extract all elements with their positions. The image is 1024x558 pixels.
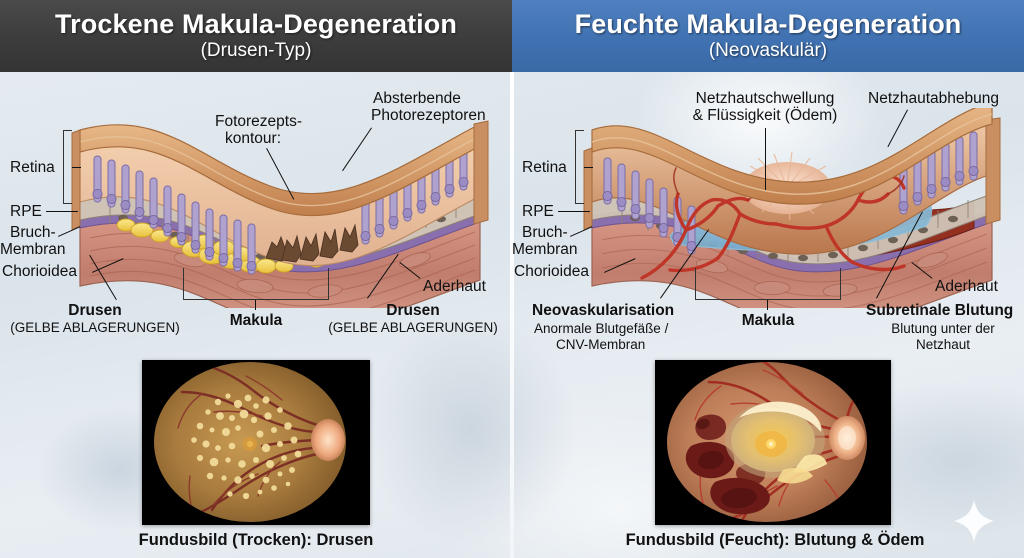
- header-wet-subtitle: (Neovaskulär): [708, 39, 828, 61]
- left-label-drusen-left-sub: (GELBE ABLAGERUNGEN): [10, 320, 180, 335]
- right-makula-leader: [766, 300, 768, 310]
- left-label-chorioidea: Chorioidea: [2, 263, 77, 280]
- right-label-bruch-line2: Membran: [512, 241, 578, 258]
- right-rpe-leader: [558, 211, 590, 213]
- right-edema-leader: [764, 128, 766, 190]
- panel-divider: [510, 72, 514, 558]
- header-dry-amd: Trockene Makula-Degeneration (Drusen-Typ…: [0, 0, 512, 72]
- right-retina-bracket: [575, 130, 584, 204]
- sparkle-icon: [954, 500, 994, 542]
- left-retina-leader: [72, 167, 81, 169]
- right-label-retina: Retina: [522, 159, 567, 176]
- right-label-edema-line1: Netzhautschwellung: [695, 90, 835, 107]
- left-label-contour-line1: Fotorezepts-: [215, 113, 303, 130]
- right-label-hemorrhage-sub1: Blutung unter der: [891, 321, 995, 336]
- right-label-bruch-line1: Bruch-: [522, 224, 568, 241]
- right-label-edema-line2: & Flüssigkeit (Ödem): [692, 107, 838, 124]
- right-label-hemorrhage-sub2: Netzhaut: [915, 337, 971, 352]
- right-label-detachment: Netzhautabhebung: [868, 90, 1000, 107]
- left-label-drusen-right-title: Drusen: [386, 302, 440, 319]
- right-label-chorioidea: Chorioidea: [514, 263, 589, 280]
- left-label-rpe: RPE: [10, 203, 42, 220]
- left-label-dying-line1: Absterbende: [373, 90, 461, 107]
- left-label-retina: Retina: [10, 159, 55, 176]
- left-makula-leader: [254, 300, 256, 310]
- wet-amd-cross-section: [583, 108, 1001, 308]
- fundus-photo-dry: [142, 360, 370, 525]
- left-label-drusen-left-title: Drusen: [68, 302, 122, 319]
- right-label-cnv-sub2: CNV-Membran: [556, 337, 646, 352]
- left-label-dying-line2: Photorezeptoren: [371, 107, 486, 124]
- left-label-aderhaut: Aderhaut: [423, 278, 486, 295]
- right-label-rpe: RPE: [522, 203, 554, 220]
- dry-amd-cross-section: [71, 120, 489, 308]
- header-dry-title: Trockene Makula-Degeneration: [55, 8, 457, 39]
- left-rpe-leader: [46, 211, 78, 213]
- right-label-cnv-sub1: Anormale Blutgefäße /: [534, 321, 669, 336]
- fundus-caption-wet: Fundusbild (Feucht): Blutung & Ödem: [625, 531, 925, 549]
- left-label-makula: Makula: [229, 312, 283, 329]
- fundus-photo-wet: [655, 360, 891, 525]
- right-makula-bracket: [695, 268, 841, 300]
- header-dry-subtitle: (Drusen-Typ): [200, 39, 312, 61]
- left-makula-bracket: [183, 268, 329, 300]
- header-wet-title: Feuchte Makula-Degeneration: [574, 8, 962, 39]
- right-label-aderhaut: Aderhaut: [935, 278, 998, 295]
- right-retina-leader: [584, 167, 593, 169]
- left-label-drusen-right-sub: (GELBE ABLAGERUNGEN): [328, 320, 498, 335]
- left-label-contour-line2: kontour:: [225, 130, 282, 147]
- left-label-bruch-line2: Membran: [0, 241, 66, 258]
- left-retina-bracket: [63, 130, 72, 204]
- left-label-bruch-line1: Bruch-: [10, 224, 56, 241]
- header-wet-amd: Feuchte Makula-Degeneration (Neovaskulär…: [512, 0, 1024, 72]
- right-label-cnv-title: Neovaskularisation: [532, 302, 675, 319]
- right-label-makula: Makula: [741, 312, 795, 329]
- fundus-caption-dry: Fundusbild (Trocken): Drusen: [138, 531, 374, 549]
- right-label-hemorrhage-title: Subretinale Blutung: [866, 302, 1014, 319]
